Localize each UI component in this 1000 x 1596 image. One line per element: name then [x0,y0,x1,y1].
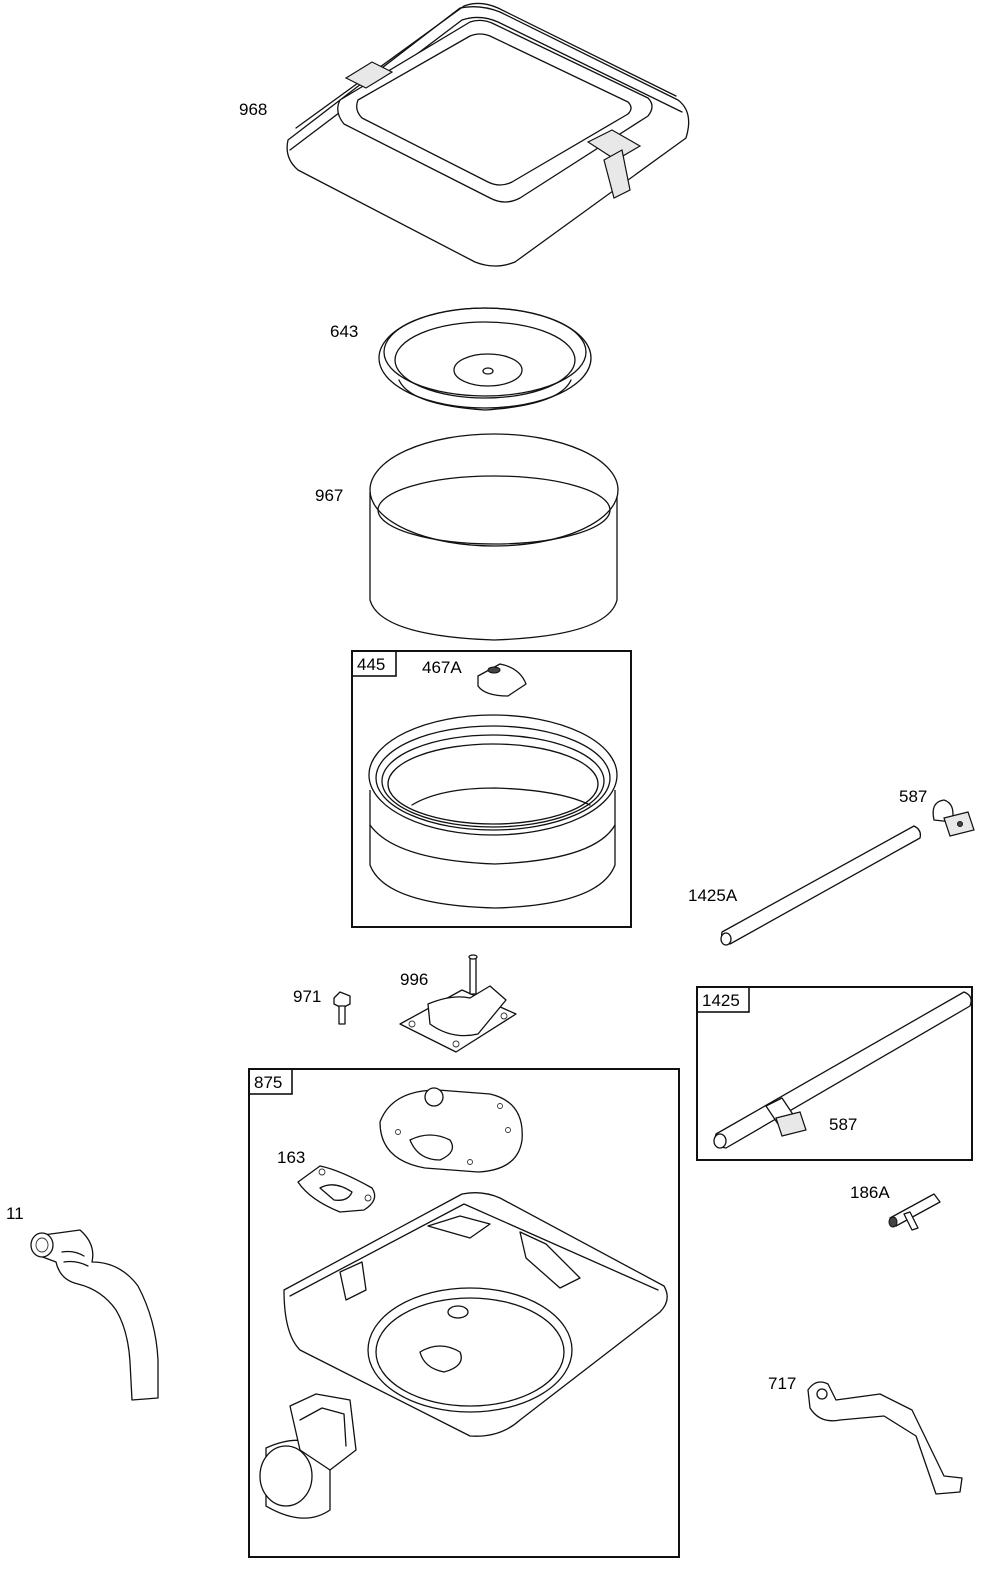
kit-box-1425 [696,986,973,1161]
label-875: 875 [254,1073,282,1092]
label-1425: 1425 [702,991,740,1010]
label-968: 968 [239,100,267,119]
part-643-plate [378,307,592,411]
part-11-hose [30,1229,159,1401]
kit-box-445-tag [351,650,397,677]
part-875-base [259,1192,668,1519]
kit-box-1425-tag [696,986,750,1013]
label-11: 11 [6,1204,24,1223]
kit-box-445 [351,650,632,928]
part-996-bracket [399,954,517,1053]
label-971: 971 [293,987,321,1006]
part-1425A-tube [720,825,922,946]
part-587-clamp-top [932,799,975,837]
kit-box-875 [248,1068,680,1558]
label-445: 445 [357,655,385,674]
label-967: 967 [315,486,343,505]
label-996: 996 [400,970,428,989]
part-875-gasket-plate [379,1087,523,1173]
part-971-screw [333,991,351,1025]
kit-box-875-tag [248,1068,293,1095]
part-186A-fitting [888,1193,941,1231]
part-163-gasket [297,1165,376,1213]
part-1425-tube [713,991,972,1149]
part-445-filter [368,714,618,909]
label-587-box: 587 [829,1115,857,1134]
label-467A: 467A [422,658,462,677]
part-717-bracket [807,1381,963,1495]
label-587-top: 587 [899,787,927,806]
part-967-band [369,433,619,641]
label-163: 163 [277,1148,305,1167]
label-717: 717 [768,1374,796,1393]
part-968-cover [286,2,690,267]
label-1425A: 1425A [688,886,738,905]
part-467A-knob [477,663,527,697]
label-186A: 186A [850,1183,890,1202]
label-643: 643 [330,322,358,341]
